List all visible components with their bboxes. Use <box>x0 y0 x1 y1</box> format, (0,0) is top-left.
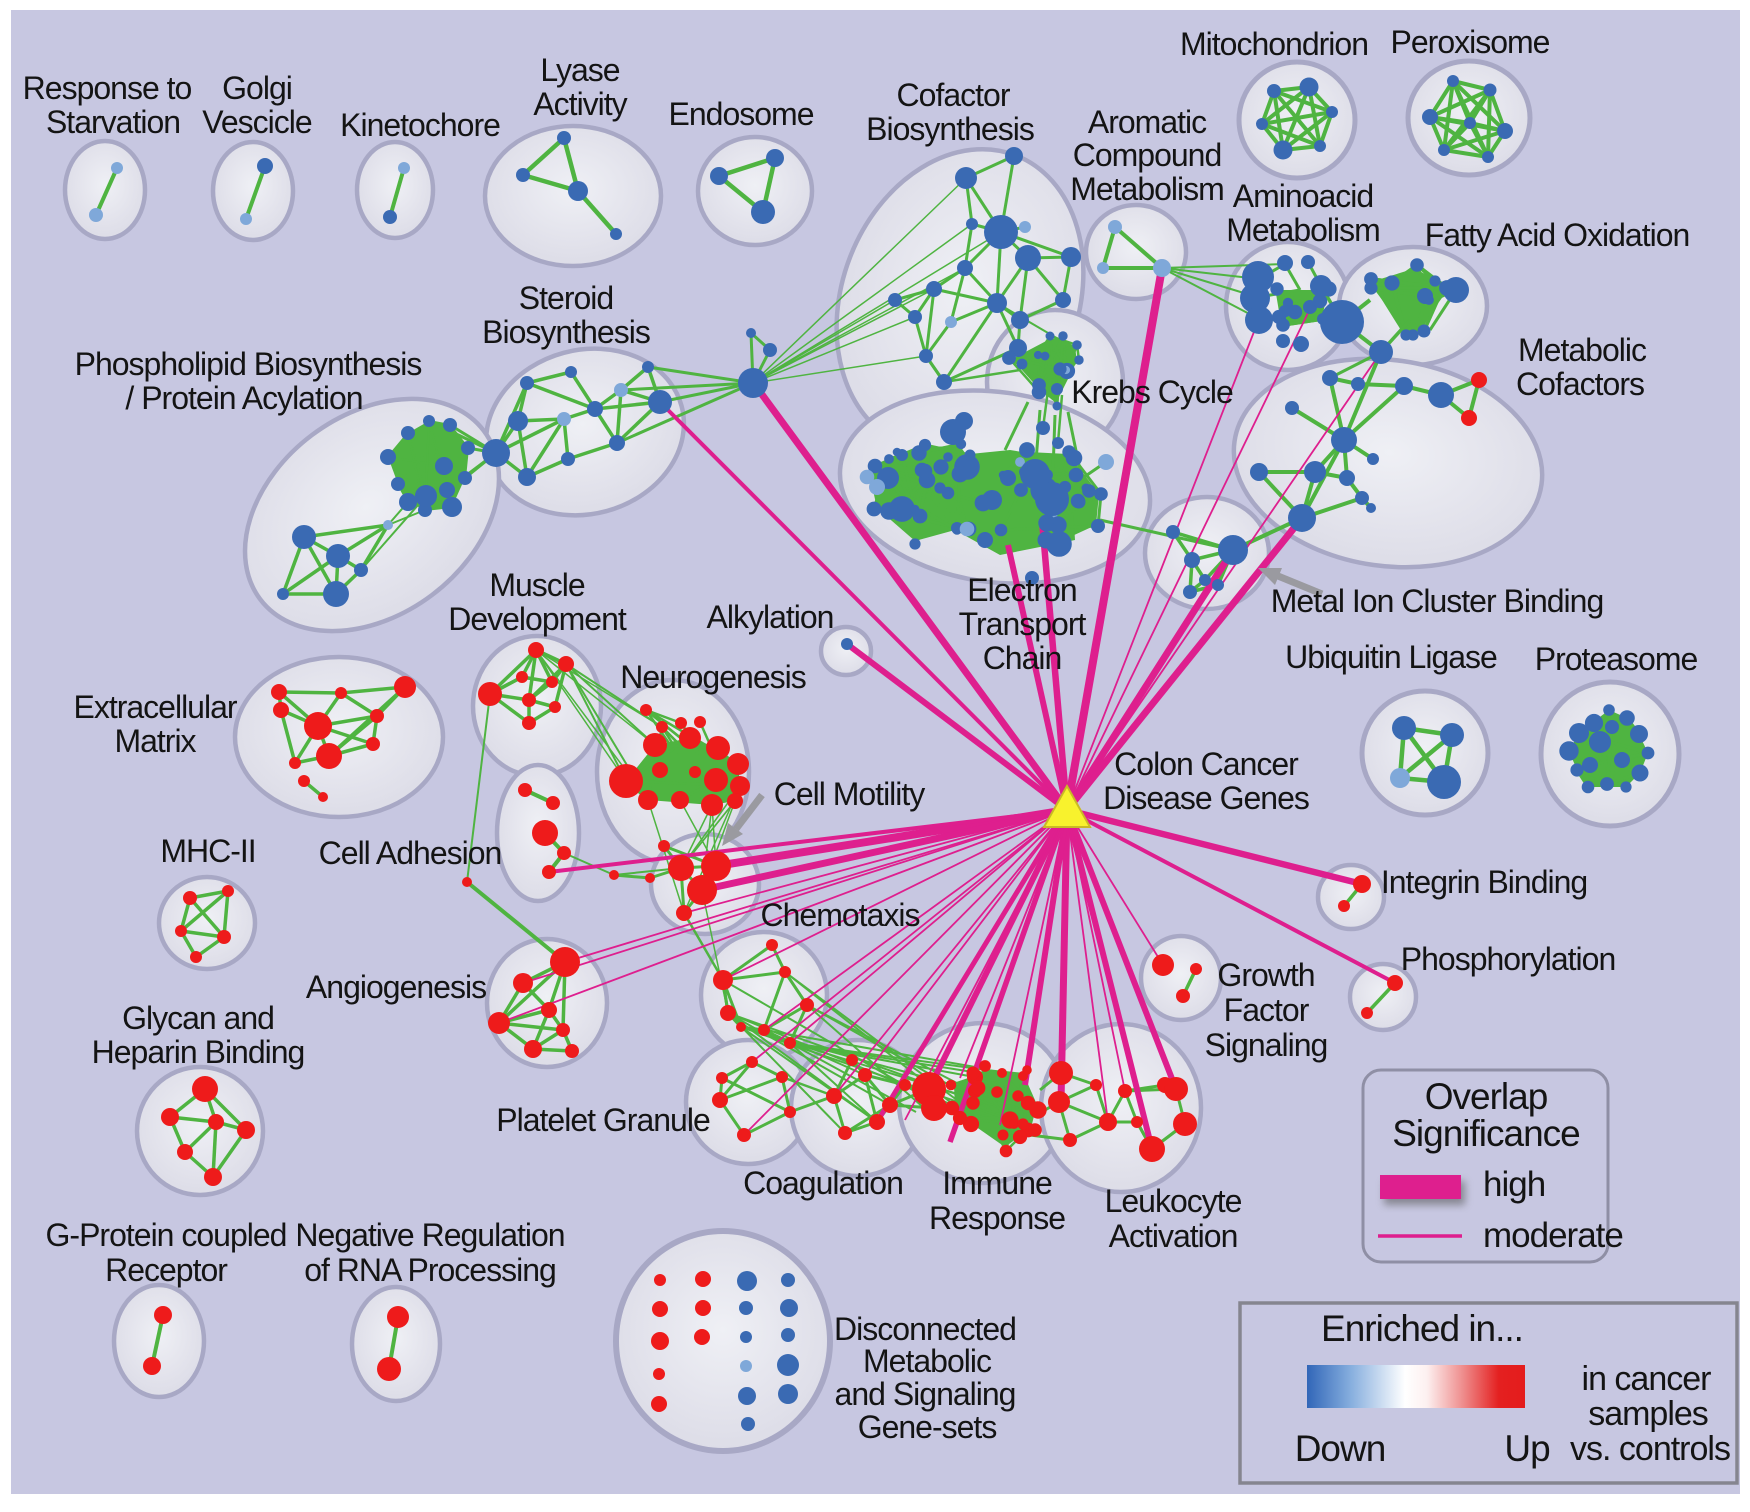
svg-text:Mitochondrion: Mitochondrion <box>1180 26 1368 62</box>
svg-text:Phospholipid Biosynthesis: Phospholipid Biosynthesis <box>75 346 422 382</box>
svg-text:Growth: Growth <box>1217 957 1314 993</box>
svg-text:Significance: Significance <box>1392 1113 1580 1154</box>
svg-text:Receptor: Receptor <box>105 1252 228 1288</box>
svg-text:Ubiquitin Ligase: Ubiquitin Ligase <box>1285 639 1497 675</box>
svg-text:Enriched in...: Enriched in... <box>1321 1308 1523 1349</box>
svg-text:Activation: Activation <box>1109 1218 1238 1254</box>
svg-text:Lyase: Lyase <box>540 52 619 88</box>
svg-text:Glycan and: Glycan and <box>122 1000 274 1036</box>
svg-text:Angiogenesis: Angiogenesis <box>306 969 486 1005</box>
svg-text:Response to: Response to <box>23 70 192 106</box>
svg-text:G-Protein coupled: G-Protein coupled <box>46 1217 287 1253</box>
svg-text:Proteasome: Proteasome <box>1535 641 1698 677</box>
svg-text:Endosome: Endosome <box>669 96 814 132</box>
svg-text:Metabolism: Metabolism <box>1226 212 1380 248</box>
svg-text:Colon Cancer: Colon Cancer <box>1114 746 1299 782</box>
svg-text:high: high <box>1483 1165 1545 1204</box>
svg-text:Neurogenesis: Neurogenesis <box>620 659 805 695</box>
svg-text:Signaling: Signaling <box>1205 1027 1328 1063</box>
svg-text:Response: Response <box>929 1200 1065 1236</box>
svg-text:Metal Ion Cluster Binding: Metal Ion Cluster Binding <box>1271 583 1604 619</box>
svg-text:Transport: Transport <box>959 606 1087 642</box>
svg-text:vs. controls: vs. controls <box>1570 1430 1730 1468</box>
svg-text:Cell Motility: Cell Motility <box>774 776 926 812</box>
svg-text:Chemotaxis: Chemotaxis <box>761 897 920 933</box>
svg-text:Gene-sets: Gene-sets <box>858 1409 997 1445</box>
svg-text:Biosynthesis: Biosynthesis <box>482 314 650 350</box>
svg-text:Metabolic: Metabolic <box>1518 332 1647 368</box>
svg-text:Golgi: Golgi <box>222 70 292 106</box>
svg-text:of RNA Processing: of RNA Processing <box>304 1252 556 1288</box>
svg-text:Disconnected: Disconnected <box>834 1311 1016 1347</box>
svg-text:Aminoacid: Aminoacid <box>1233 178 1373 214</box>
svg-text:Factor: Factor <box>1224 992 1310 1028</box>
svg-text:Extracellular: Extracellular <box>73 689 237 725</box>
svg-text:Matrix: Matrix <box>114 723 196 759</box>
svg-text:/ Protein Acylation: / Protein Acylation <box>125 380 362 416</box>
svg-text:Down: Down <box>1295 1428 1386 1469</box>
svg-text:Fatty Acid Oxidation: Fatty Acid Oxidation <box>1425 217 1690 253</box>
svg-text:Coagulation: Coagulation <box>743 1165 903 1201</box>
svg-text:Cofactors: Cofactors <box>1516 366 1644 402</box>
svg-text:Aromatic: Aromatic <box>1088 104 1207 140</box>
svg-text:Cofactor: Cofactor <box>897 77 1011 113</box>
svg-text:Biosynthesis: Biosynthesis <box>866 111 1034 147</box>
svg-text:Phosphorylation: Phosphorylation <box>1401 941 1615 977</box>
svg-text:MHC-II: MHC-II <box>160 833 255 869</box>
svg-text:Electron: Electron <box>967 572 1076 608</box>
svg-text:Muscle: Muscle <box>489 567 585 603</box>
svg-text:Leukocyte: Leukocyte <box>1105 1183 1242 1219</box>
svg-text:Peroxisome: Peroxisome <box>1391 24 1550 60</box>
svg-text:and Signaling: and Signaling <box>835 1376 1016 1412</box>
svg-text:Krebs Cycle: Krebs Cycle <box>1071 374 1233 410</box>
svg-text:Vescicle: Vescicle <box>202 104 312 140</box>
svg-text:Metabolic: Metabolic <box>863 1343 992 1379</box>
svg-text:Metabolism: Metabolism <box>1070 171 1224 207</box>
svg-text:Up: Up <box>1504 1428 1550 1469</box>
svg-text:Cell Adhesion: Cell Adhesion <box>319 835 502 871</box>
svg-text:Chain: Chain <box>983 640 1062 676</box>
svg-text:Activity: Activity <box>533 86 627 122</box>
svg-text:moderate: moderate <box>1483 1216 1623 1255</box>
svg-text:Development: Development <box>448 601 627 637</box>
svg-text:Alkylation: Alkylation <box>707 599 834 635</box>
svg-text:Heparin Binding: Heparin Binding <box>92 1034 305 1070</box>
svg-text:Steroid: Steroid <box>519 280 613 316</box>
svg-text:Negative Regulation: Negative Regulation <box>295 1217 564 1253</box>
svg-text:samples: samples <box>1588 1395 1708 1433</box>
svg-text:Immune: Immune <box>942 1165 1052 1201</box>
svg-text:Compound: Compound <box>1073 137 1222 173</box>
svg-text:Starvation: Starvation <box>46 104 180 140</box>
svg-text:Overlap: Overlap <box>1425 1076 1548 1117</box>
svg-text:in cancer: in cancer <box>1582 1360 1712 1398</box>
svg-text:Kinetochore: Kinetochore <box>340 107 500 143</box>
svg-text:Disease Genes: Disease Genes <box>1103 780 1309 816</box>
svg-text:Integrin Binding: Integrin Binding <box>1381 864 1587 900</box>
svg-text:Platelet Granule: Platelet Granule <box>496 1102 710 1138</box>
